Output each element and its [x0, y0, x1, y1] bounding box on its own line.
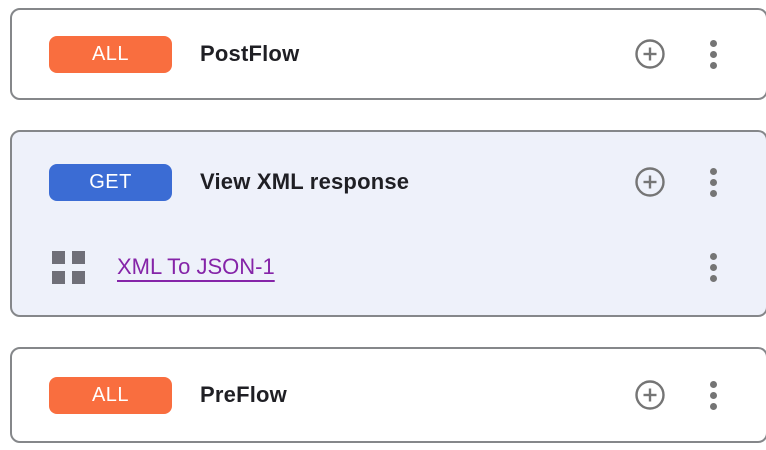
kebab-menu-button[interactable]: [707, 167, 719, 197]
kebab-dot: [709, 380, 717, 388]
kebab-dot: [709, 50, 717, 58]
plus-circle-icon: [635, 167, 665, 197]
kebab-dot: [709, 252, 717, 260]
flow-actions: [634, 379, 766, 411]
plus-circle-icon: [635, 380, 665, 410]
kebab-dot: [709, 402, 717, 410]
flow-title-postflow: PostFlow: [200, 41, 300, 66]
kebab-dot: [709, 61, 717, 69]
add-policy-button[interactable]: [634, 379, 666, 411]
policy-row: XML To JSON-1: [12, 232, 766, 302]
flow-header-row: GET View XML response: [12, 132, 766, 232]
flow-header-row: ALL PreFlow: [12, 349, 766, 441]
add-policy-button[interactable]: [634, 38, 666, 70]
method-badge-all: ALL: [49, 376, 172, 414]
drag-handle-icon[interactable]: [52, 250, 85, 284]
kebab-dot: [709, 263, 717, 271]
kebab-dot: [709, 178, 717, 186]
plus-circle-icon: [635, 39, 665, 69]
kebab-menu-button[interactable]: [707, 380, 719, 410]
flow-card-postflow: ALL PostFlow: [10, 8, 766, 100]
flow-card-view-xml-response: GET View XML response XML To JSON-1: [10, 130, 766, 317]
policy-link-xml-to-json[interactable]: XML To JSON-1: [117, 254, 275, 279]
flow-header-row: ALL PostFlow: [12, 10, 766, 98]
policy-kebab-menu-button[interactable]: [707, 252, 719, 282]
kebab-dot: [709, 391, 717, 399]
kebab-menu-button[interactable]: [707, 39, 719, 69]
method-badge-get: GET: [49, 163, 172, 201]
flow-actions: [634, 38, 766, 70]
kebab-dot: [709, 39, 717, 47]
kebab-dot: [709, 274, 717, 282]
kebab-dot: [709, 189, 717, 197]
method-badge-all: ALL: [49, 35, 172, 73]
flow-title-preflow: PreFlow: [200, 382, 287, 407]
kebab-dot: [709, 167, 717, 175]
flow-actions: [634, 166, 766, 198]
flow-title-view-xml-response: View XML response: [200, 169, 410, 194]
flow-card-preflow: ALL PreFlow: [10, 347, 766, 443]
add-policy-button[interactable]: [634, 166, 666, 198]
policy-actions: [707, 252, 766, 282]
